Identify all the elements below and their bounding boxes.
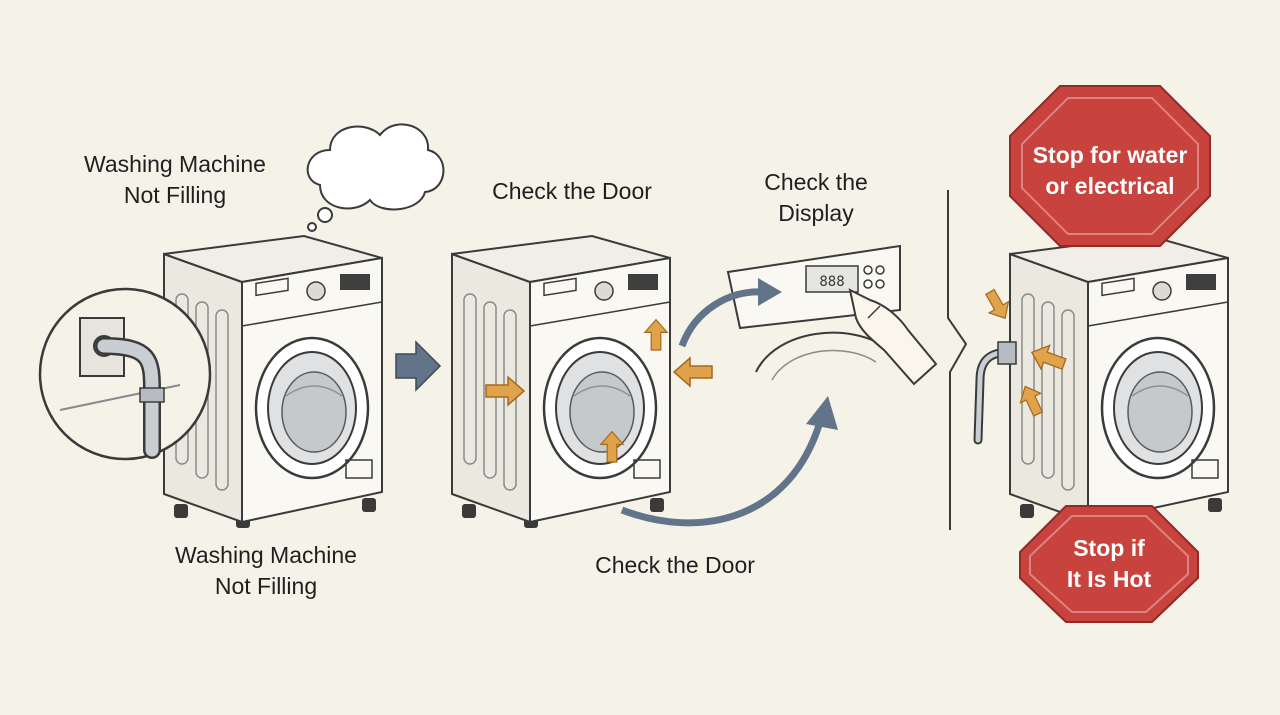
panel1-caption: Washing Machine Not Filling [175, 542, 357, 599]
washing-machine-3 [1008, 234, 1230, 530]
panel2-display-heading: Check the Display [764, 169, 868, 226]
stop-sign-bottom-text: Stop if It Is Hot [1066, 535, 1152, 592]
thought-bubble-icon [306, 123, 445, 232]
hand-pointer-icon [848, 288, 938, 386]
panel2-heading: Check the Door [492, 178, 652, 204]
panel2-caption: Check the Door [595, 552, 755, 578]
flow-arrows [620, 278, 838, 527]
panel1-heading: Washing Machine Not Filling [84, 151, 266, 208]
next-step-arrow-icon [395, 340, 442, 392]
display-digits: 888 [819, 274, 844, 290]
stop-sign-top-text: Stop for water or electrical [1032, 142, 1188, 199]
stop-sign-icon [1019, 505, 1199, 623]
hose-connection-icon [38, 287, 212, 461]
display-closeup: 888 [726, 244, 938, 386]
stop-sign-icon [1009, 85, 1211, 247]
panel-divider [947, 190, 968, 530]
washing-machine-2 [450, 234, 672, 530]
hose-connection-icon [973, 285, 1069, 445]
